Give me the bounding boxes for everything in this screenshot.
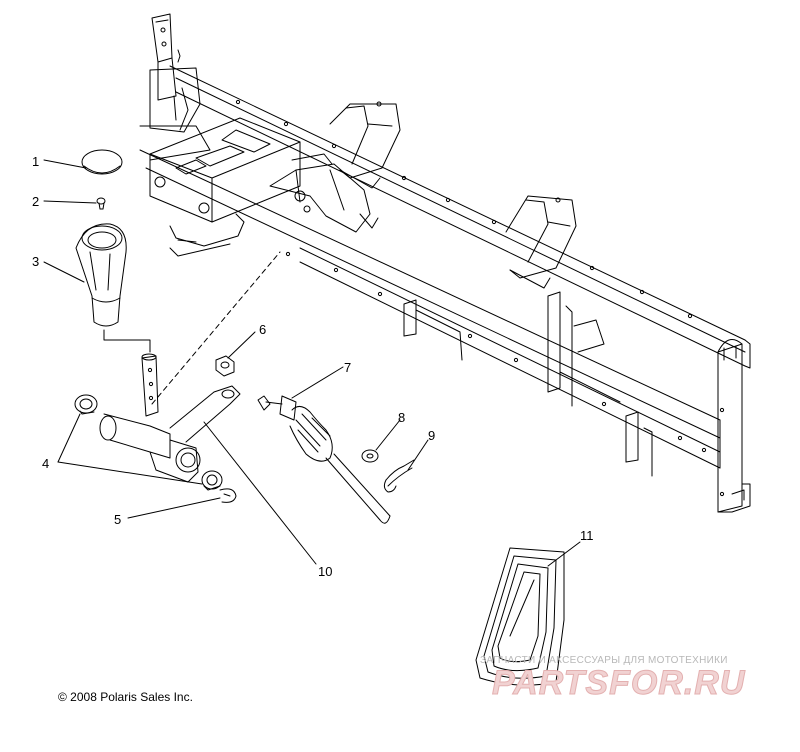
callout-9: 9 <box>428 428 435 443</box>
watermark-logo: PARTSFOR.RU <box>491 664 746 703</box>
part-shift-knob <box>75 223 127 327</box>
callout-10: 10 <box>318 564 332 579</box>
part-bushing-upper <box>74 394 98 415</box>
callout-11: 11 <box>580 528 594 543</box>
part-hairpin <box>383 459 415 493</box>
callout-3: 3 <box>32 254 39 269</box>
part-nut <box>215 355 235 377</box>
part-clip <box>219 488 237 503</box>
assembly-dashed-line <box>151 251 281 405</box>
frame-assembly <box>139 13 751 513</box>
callout-labels: 1 2 3 4 5 6 7 8 9 10 11 <box>32 154 594 579</box>
part-boot <box>475 547 565 686</box>
part-washer <box>361 449 379 463</box>
watermark-tagline: ЗАПЧАСТИ И АКСЕССУАРЫ ДЛЯ МОТОТЕХНИКИ <box>480 655 728 666</box>
callout-2: 2 <box>32 194 39 209</box>
knob-connector-line <box>103 329 151 353</box>
copyright-notice: © 2008 Polaris Sales Inc. <box>58 690 193 704</box>
callout-7: 7 <box>344 360 351 375</box>
callout-1: 1 <box>32 154 39 169</box>
part-shift-lever <box>99 353 241 483</box>
part-bushing-lower <box>201 470 223 491</box>
callout-4: 4 <box>42 456 49 471</box>
callout-5: 5 <box>114 512 121 527</box>
part-cap <box>81 149 123 175</box>
leader-lines <box>43 159 581 567</box>
callout-8: 8 <box>398 410 405 425</box>
callout-6: 6 <box>259 322 266 337</box>
part-screw <box>96 197 106 210</box>
part-shift-cable <box>257 395 391 524</box>
